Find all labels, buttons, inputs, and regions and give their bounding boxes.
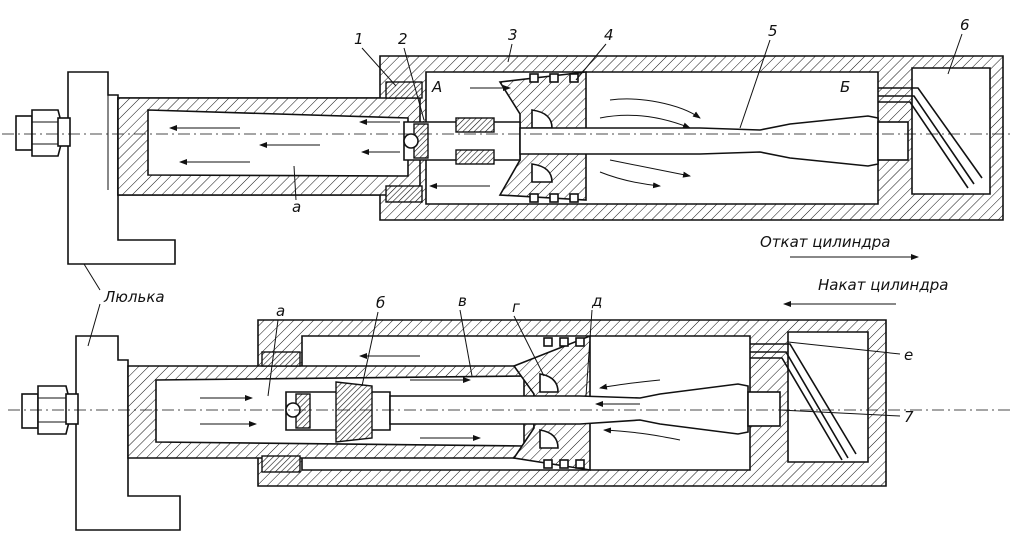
top-control-rod: [519, 115, 879, 167]
bottom-label-d: д: [591, 292, 602, 310]
bottom-replenisher-pipe: [750, 343, 857, 455]
top-channel-a: а: [292, 198, 301, 216]
top-assembly: 1 2 3 4 5 6 А Б а Откат цилиндра: [2, 16, 1012, 265]
top-label-4: 4: [604, 26, 614, 44]
top-seal-lower: [385, 185, 423, 203]
top-chamber-b: Б: [840, 78, 850, 96]
recoil-caption: Откат цилиндра: [760, 233, 891, 251]
bottom-label-a: а: [276, 302, 285, 320]
top-replenisher-pipe: [878, 87, 983, 179]
top-cradle-bracket: [67, 71, 176, 265]
bottom-seal-lower: [261, 455, 301, 473]
top-label-5: 5: [768, 22, 778, 40]
top-label-3: 3: [508, 26, 518, 44]
bottom-label-e: е: [904, 346, 913, 364]
bottom-label-b: б: [376, 294, 385, 312]
top-bolt-head: [15, 115, 33, 151]
bottom-seal-upper: [261, 351, 301, 367]
bottom-label-7: 7: [904, 408, 914, 426]
bottom-cradle-bracket: [75, 335, 181, 531]
bottom-label-v: в: [458, 292, 467, 310]
cradle-label: Люлька: [103, 288, 165, 306]
top-label-1: 1: [354, 30, 364, 48]
top-replenisher-chamber: [911, 67, 991, 195]
top-label-2: 2: [398, 30, 408, 48]
top-chamber-a: А: [431, 78, 442, 96]
bottom-assembly: Накат цилиндра Люлька: [8, 263, 1012, 531]
top-seal-upper: [385, 81, 423, 99]
counter-recoil-caption: Накат цилиндра: [818, 276, 948, 294]
top-label-6: 6: [960, 16, 970, 34]
bottom-control-rod: [389, 383, 749, 435]
bottom-bolt-head: [21, 393, 39, 429]
bottom-label-g: г: [512, 298, 520, 316]
bottom-replenisher-chamber: [787, 331, 869, 463]
